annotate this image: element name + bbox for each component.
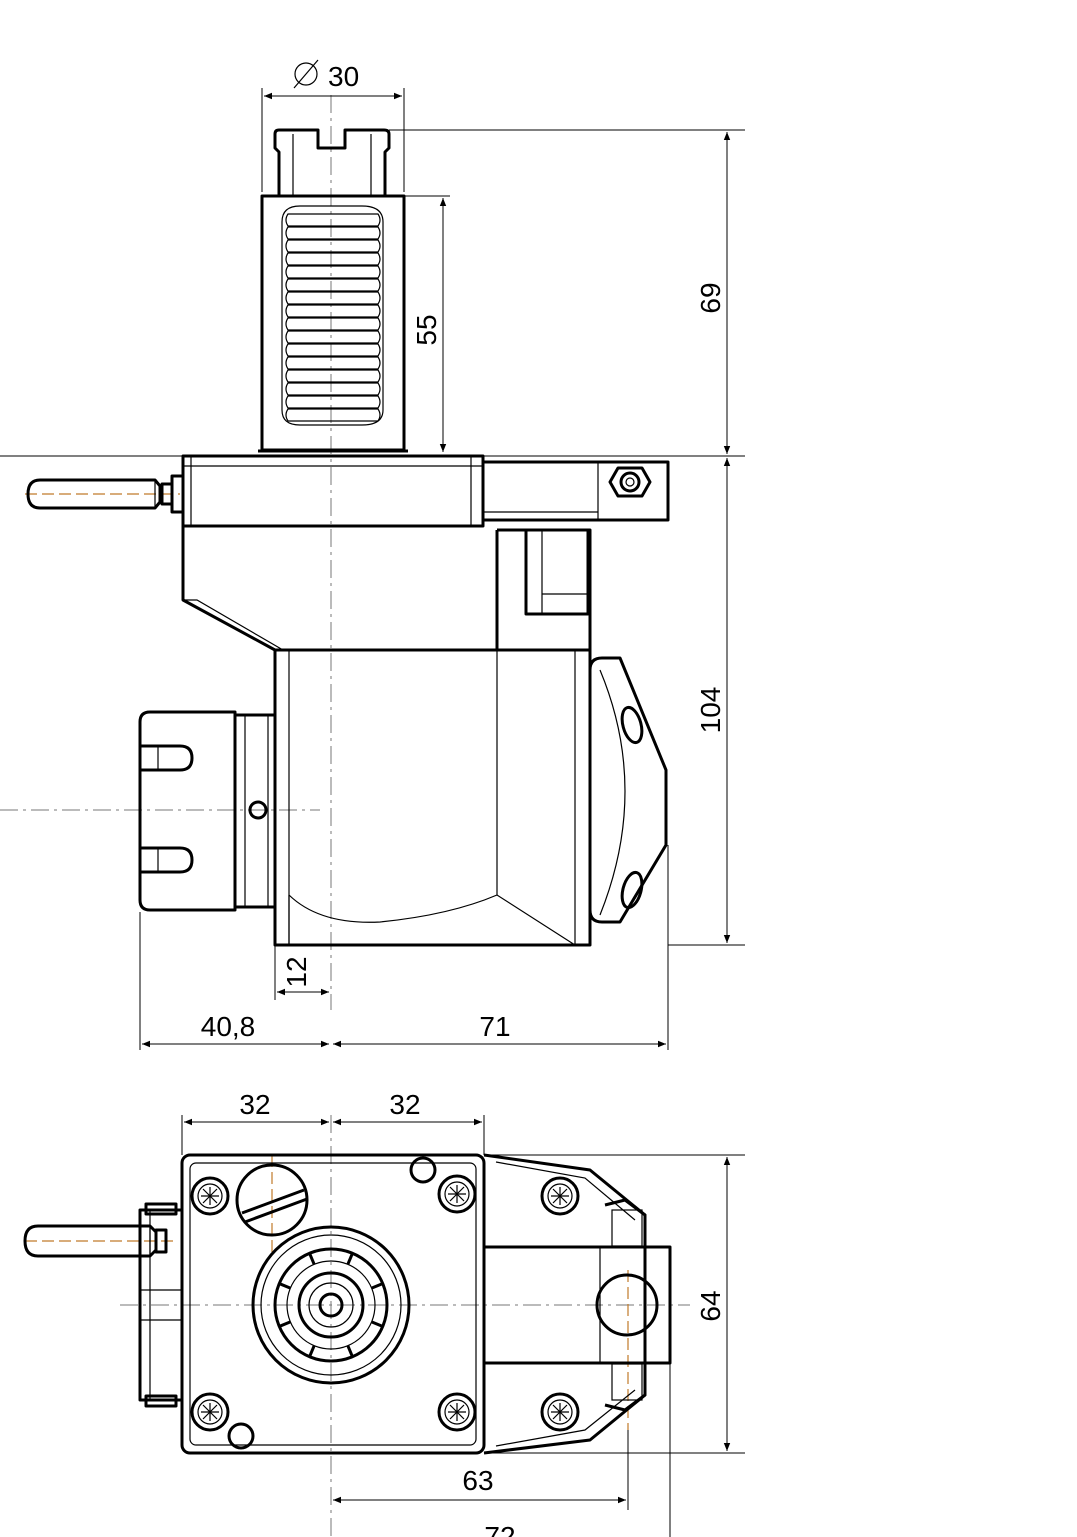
serration-ridge <box>285 291 381 305</box>
pin-left <box>26 474 185 514</box>
collet-slot <box>371 1282 384 1290</box>
dim-label-69: 69 <box>695 282 726 313</box>
bottom-right-extension <box>482 1153 672 1455</box>
collet-slot <box>346 1252 354 1265</box>
right-cover <box>588 656 668 924</box>
serration-ridge <box>285 265 381 279</box>
dim-32-left: 32 <box>181 1089 329 1155</box>
screw-icon <box>190 1176 230 1216</box>
collet-slot <box>371 1320 384 1328</box>
dim-label-104: 104 <box>695 687 726 734</box>
collet-slot <box>308 1345 316 1358</box>
dim-label-32-left: 32 <box>239 1089 270 1120</box>
screw-icon <box>190 1392 230 1432</box>
dim-72: 72 <box>484 1363 671 1537</box>
diameter-symbol-icon <box>294 62 318 86</box>
dim-label-diameter: 30 <box>328 61 359 92</box>
dim-label-71: 71 <box>479 1011 510 1042</box>
dim-55: 55 <box>404 195 450 452</box>
dim-32-right: 32 <box>333 1089 485 1155</box>
serration-ridge <box>285 408 381 422</box>
dim-63: 63 <box>333 1430 629 1510</box>
dim-104: 104 <box>668 458 745 946</box>
bottom-view: 32 32 64 63 72 <box>23 1089 745 1537</box>
serration-ridge <box>285 395 381 409</box>
serration-ridge <box>285 213 381 227</box>
dim-label-55: 55 <box>411 314 442 345</box>
collet-slot <box>346 1345 354 1358</box>
dim-71: 71 <box>333 845 669 1050</box>
collet-slot <box>278 1282 291 1290</box>
bottom-screws <box>190 1174 580 1432</box>
dim-diameter-30: 30 <box>261 59 405 192</box>
serration-ridge <box>285 239 381 253</box>
collet-nut <box>138 710 277 912</box>
dim-40-8: 40,8 <box>139 912 329 1050</box>
shank-cap <box>273 128 391 198</box>
main-housing <box>181 526 592 947</box>
serration-ridge <box>285 369 381 383</box>
top-flange <box>181 454 485 528</box>
serration-ridge <box>285 330 381 344</box>
serration-ridge <box>285 382 381 396</box>
slotted-plug <box>235 1163 309 1237</box>
dim-label-63: 63 <box>462 1465 493 1496</box>
hole-bottom-left <box>227 1422 255 1450</box>
serration-ridge <box>285 304 381 318</box>
dim-64: 64 <box>484 1154 745 1454</box>
serration-ridge <box>285 252 381 266</box>
screw-icon <box>540 1392 580 1432</box>
serration-ridge <box>285 278 381 292</box>
dim-69: 69 <box>0 129 745 457</box>
collet-slot <box>308 1252 316 1265</box>
clamp-arm <box>483 460 670 522</box>
hole-top-right <box>409 1156 437 1184</box>
screw-icon <box>437 1174 477 1214</box>
serration-ridge <box>285 343 381 357</box>
screw-icon <box>437 1392 477 1432</box>
dim-12: 12 <box>274 945 329 1000</box>
dim-label-40-8: 40,8 <box>201 1011 256 1042</box>
screw-icon <box>540 1176 580 1216</box>
serration-ridge <box>285 356 381 370</box>
side-bracket <box>524 528 590 616</box>
serration-ridge <box>285 226 381 240</box>
spindle-collet <box>251 1225 411 1385</box>
dim-label-12: 12 <box>281 956 312 987</box>
serration-ridge <box>285 317 381 331</box>
collet-slot <box>278 1320 291 1328</box>
dim-label-32-right: 32 <box>389 1089 420 1120</box>
dim-label-64: 64 <box>695 1290 726 1321</box>
dim-label-72: 72 <box>484 1521 515 1537</box>
side-view: 30 69 55 104 12 <box>0 59 745 1050</box>
shank-serrations <box>285 213 381 422</box>
shank-body <box>258 194 408 453</box>
